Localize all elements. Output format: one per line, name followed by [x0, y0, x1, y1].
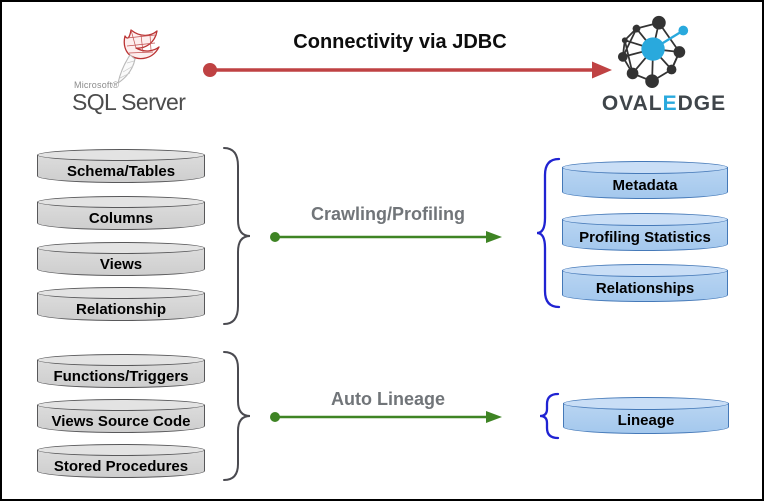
ovaledge-wordmark-prefix: OVAL — [601, 92, 663, 115]
cylinder-label: Functions/Triggers — [53, 367, 189, 385]
cylinder-label: Columns — [88, 209, 154, 227]
sql-server-logo: Microsoft® SQL Server — [60, 20, 186, 118]
cylinder-stored-procedures: Stored Procedures — [37, 444, 205, 478]
ovaledge-logo-icon — [617, 15, 689, 89]
sql-server-wordmark: SQL Server — [72, 89, 186, 115]
ovaledge-logo: OVALEDGE — [582, 8, 746, 116]
cylinder-label: Relationship — [75, 300, 166, 318]
crawling-profiling-arrow — [270, 231, 502, 243]
cylinder-lineage: Lineage — [563, 397, 729, 434]
microsoft-brand-text: Microsoft® — [74, 80, 120, 90]
jdbc-connectivity-arrow — [203, 61, 612, 79]
cylinder-label: Metadata — [612, 176, 678, 194]
ovaledge-wordmark: OVALEDGE — [582, 92, 746, 116]
source-group-brace-bottom — [223, 351, 251, 481]
cylinder-columns: Columns — [37, 196, 205, 230]
ovaledge-wordmark-suffix: DGE — [677, 92, 727, 115]
target-group-brace-bottom — [539, 392, 560, 440]
ovaledge-wordmark-accent: E — [662, 92, 678, 115]
cylinder-profiling-statistics: Profiling Statistics — [562, 213, 728, 251]
cylinder-label: Views — [99, 255, 143, 273]
cylinder-label: Views Source Code — [51, 412, 191, 430]
crawling-profiling-label: Crawling/Profiling — [310, 204, 465, 224]
cylinder-schema-tables: Schema/Tables — [37, 149, 205, 183]
cylinder-metadata: Metadata — [562, 161, 728, 199]
cylinder-label: Lineage — [617, 412, 675, 429]
cylinder-views: Views — [37, 242, 205, 276]
cylinder-functions-triggers: Functions/Triggers — [37, 354, 205, 388]
cylinder-relationship: Relationship — [37, 287, 205, 321]
cylinder-relationships: Relationships — [562, 264, 728, 302]
auto-lineage-arrow — [270, 411, 502, 423]
source-group-brace-top — [223, 147, 251, 325]
cylinder-label: Relationships — [595, 279, 695, 297]
cylinder-views-source-code: Views Source Code — [37, 399, 205, 433]
auto-lineage-label: Auto Lineage — [330, 389, 445, 409]
cylinder-label: Stored Procedures — [53, 457, 189, 475]
sql-server-logo-icon — [117, 29, 160, 84]
target-group-brace-top — [536, 157, 561, 309]
connectivity-label: Connectivity via JDBC — [293, 31, 507, 53]
cylinder-label: Profiling Statistics — [579, 228, 711, 246]
cylinder-label: Schema/Tables — [66, 162, 176, 180]
